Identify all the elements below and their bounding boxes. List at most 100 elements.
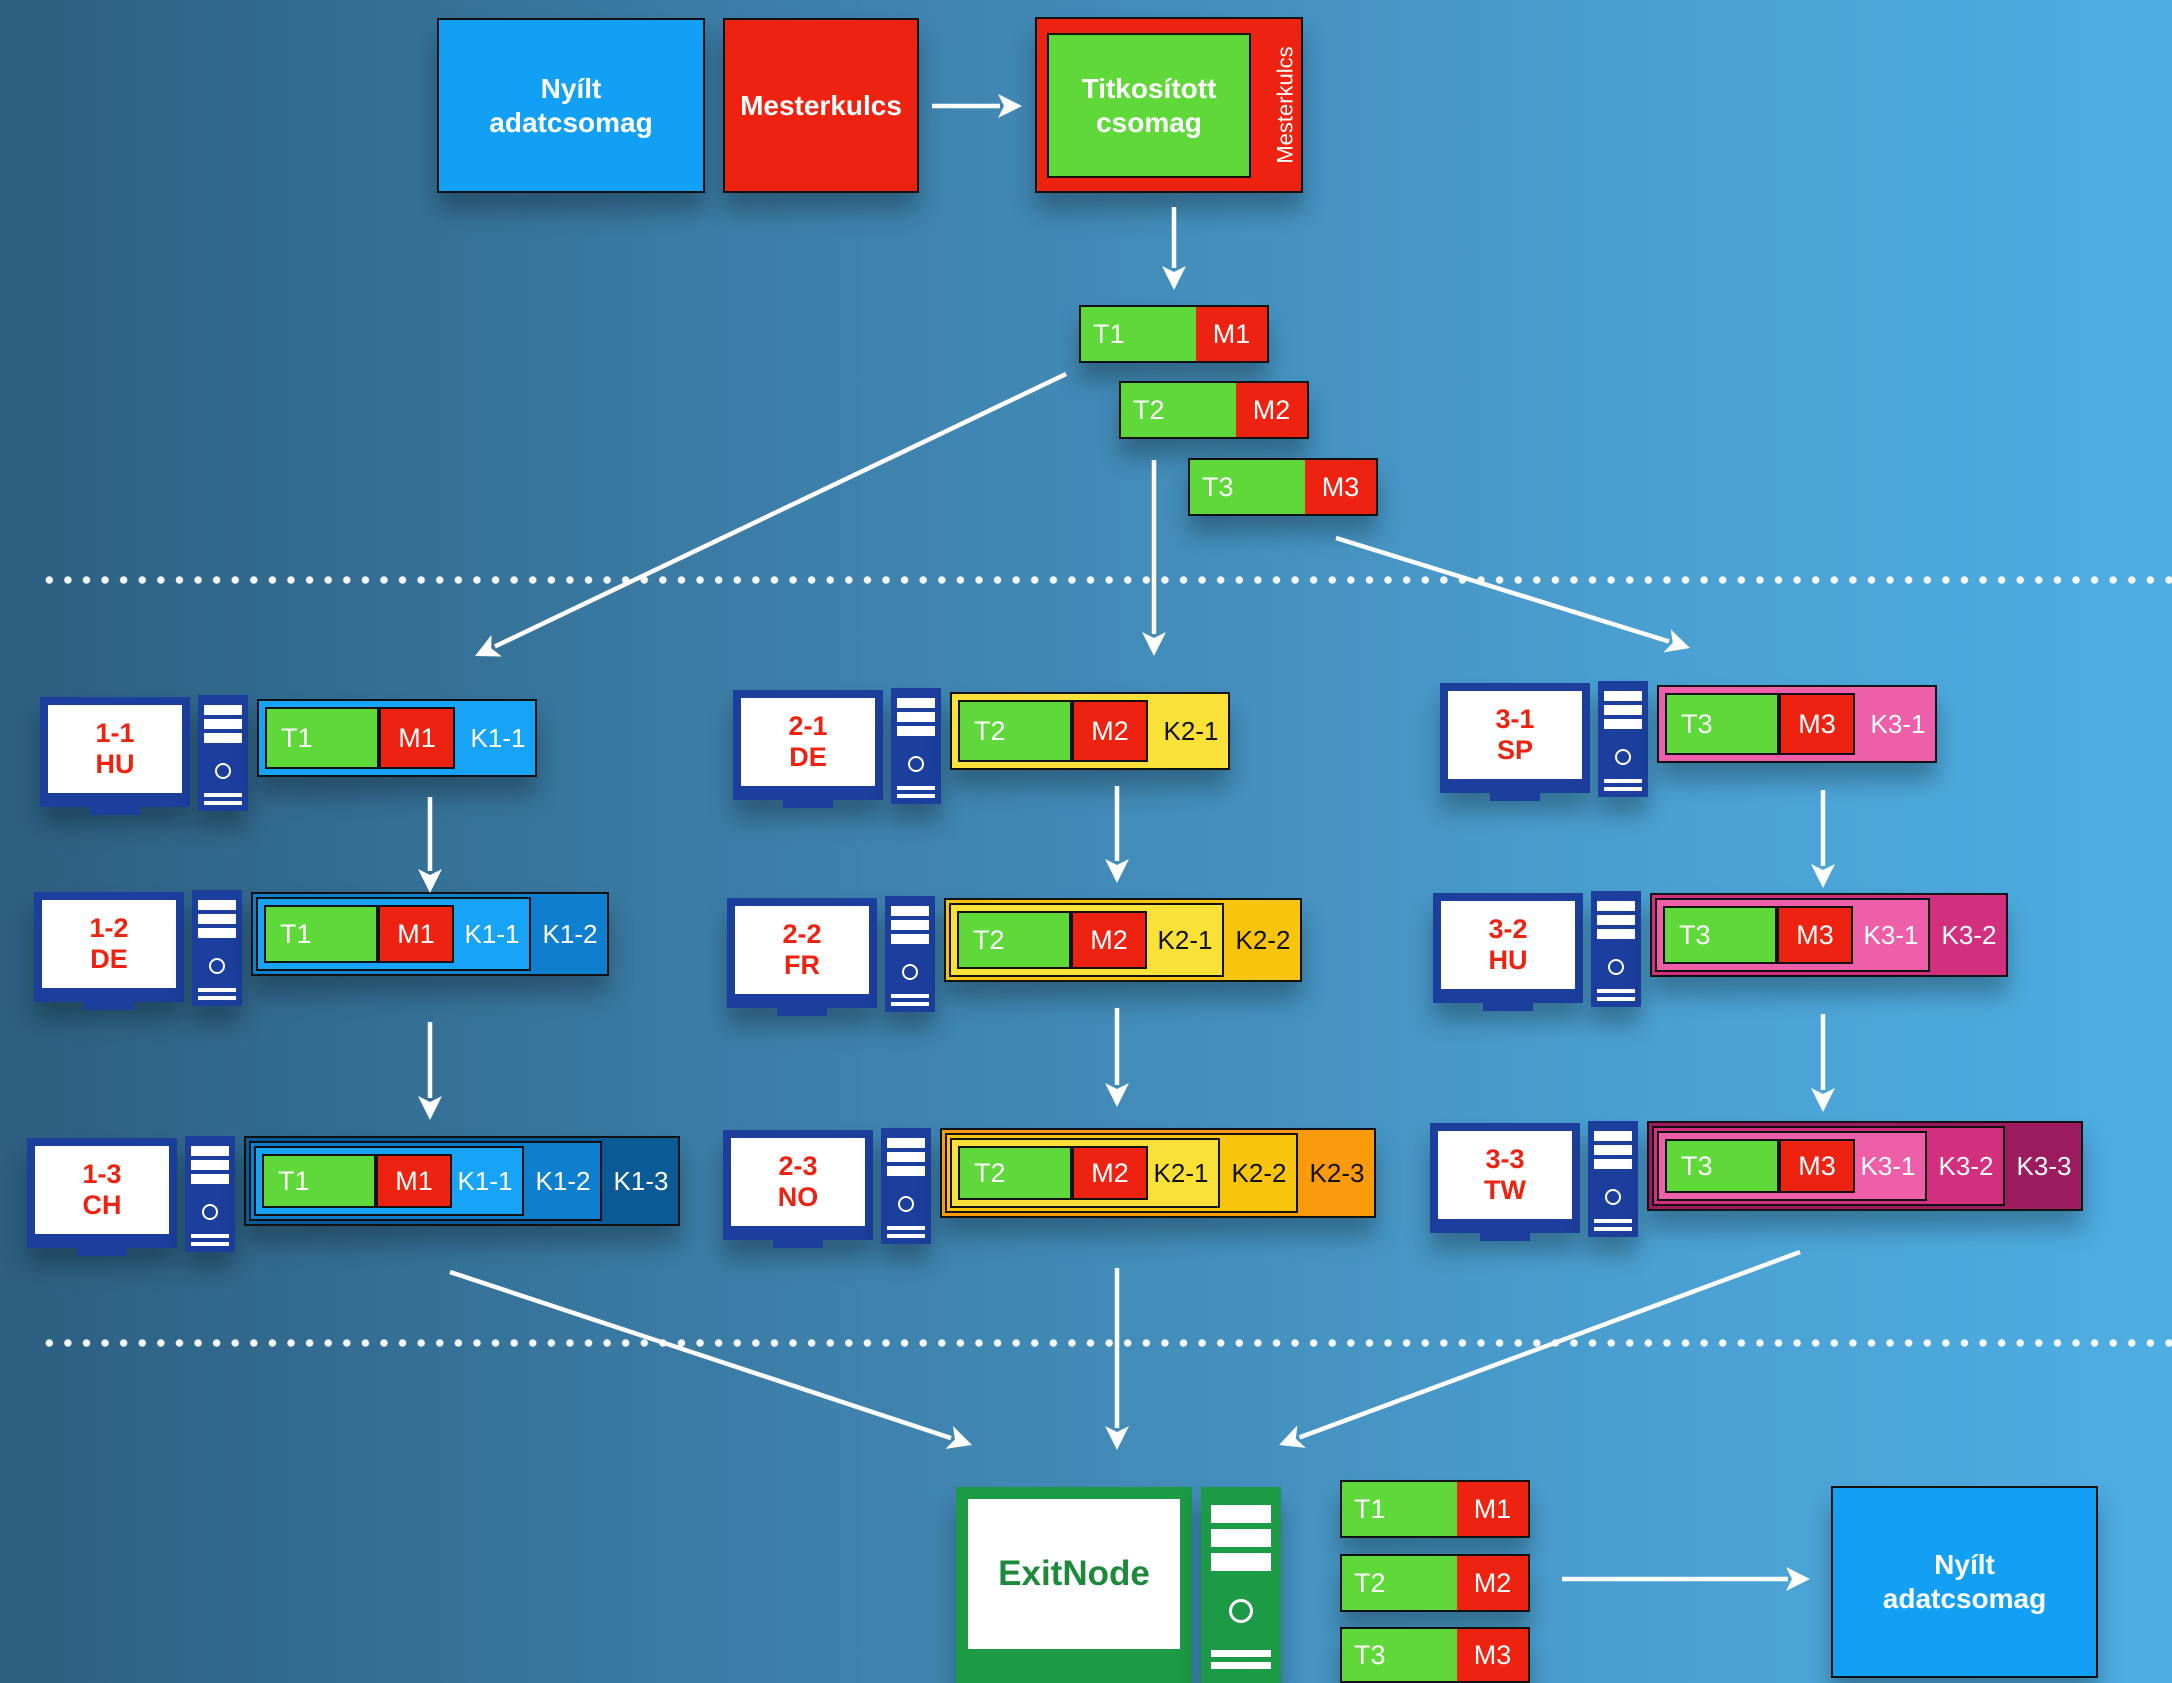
node-1-3-key-3: K1-3 (613, 1165, 669, 1196)
exit-vent-2 (1211, 1662, 1271, 1669)
exit-drive-bay-2 (1211, 1529, 1271, 1547)
node-2-1-monitor: 2-1 DE (733, 690, 883, 808)
node-2-1-drive-bay (897, 712, 935, 722)
node-2-3-power-icon (898, 1196, 914, 1212)
arrow-chain3-to-exit (1279, 1249, 1801, 1448)
master-key-box: Mesterkulcs (723, 18, 919, 193)
node-2-2-drive-bay (891, 920, 929, 930)
node-2-3-monitor: 2-3 NO (723, 1130, 873, 1248)
node-2-2-vent (891, 994, 929, 998)
node-1-1-drive-bay (204, 705, 242, 715)
node-3-2-vent (1597, 989, 1635, 993)
arrow-chain2-to-exit (1105, 1268, 1129, 1450)
node-3-2-drive-bay (1597, 929, 1635, 939)
node-1-2-tower (192, 890, 242, 1006)
node-2-3-key-2: K2-2 (1231, 1157, 1287, 1188)
arrow-chain1-to-exit (449, 1269, 972, 1449)
node-3-2-master-key: M3 (1777, 906, 1853, 964)
exit-monitor: ExitNode (956, 1487, 1192, 1683)
exit-fragment-1-data: T1 (1342, 1482, 1457, 1536)
node-2-3-drive-bay (887, 1166, 925, 1176)
node-2-2-drive-bay (891, 906, 929, 916)
node-2-1-key-1: K2-1 (1163, 715, 1219, 746)
fragment-3: T3 M3 (1188, 458, 1378, 516)
node-3-3-master-key: M3 (1779, 1139, 1855, 1193)
separator-bottom (40, 1339, 2172, 1347)
arrow-encrypted-to-fragments (1162, 207, 1186, 290)
arrow-c2-n1-n2 (1105, 786, 1129, 883)
encrypted-packet-inner: Titkosított csomag (1047, 33, 1251, 178)
exit-monitor-screen: ExitNode (968, 1499, 1180, 1649)
arrow-exit-to-output (1562, 1567, 1810, 1591)
node-1-3-master-key: M1 (376, 1154, 452, 1208)
node-3-3-stand (1480, 1233, 1530, 1241)
exit-fragment-3-key: M3 (1457, 1629, 1528, 1681)
node-3-1-power-icon (1615, 749, 1631, 765)
output-plain-packet-label: Nyílt adatcsomag (1882, 1549, 2047, 1614)
node-1-3-vent (191, 1242, 229, 1246)
node-3-3-power-icon (1605, 1189, 1621, 1205)
node-1-2-label: 1-2 DE (42, 900, 176, 988)
node-1-3-stand (77, 1248, 127, 1256)
node-1-2-key-1: K1-1 (464, 918, 520, 949)
node-3-3-tower (1588, 1121, 1638, 1237)
node-2-1-vent (897, 786, 935, 790)
exit-drive-bay-3 (1211, 1553, 1271, 1571)
node-3-2-drive-bay (1597, 915, 1635, 925)
exit-fragment-1: T1 M1 (1340, 1480, 1530, 1538)
node-2-2-monitor: 2-2 FR (727, 898, 877, 1016)
node-1-3-key-1: K1-1 (457, 1165, 513, 1196)
node-2-3-drive-bay (887, 1152, 925, 1162)
node-3-2-vent (1597, 997, 1635, 1001)
node-2-3-key-1: K2-1 (1153, 1157, 1209, 1188)
node-1-2-vent (198, 988, 236, 992)
node-2-3-stand (773, 1240, 823, 1248)
node-3-1-data: T3 (1665, 693, 1779, 755)
node-1-2-drive-bay (198, 900, 236, 910)
node-1-1-key-1: K1-1 (470, 722, 526, 753)
node-1-3-drive-bay (191, 1160, 229, 1170)
exit-fragment-2-key: M2 (1457, 1556, 1528, 1610)
arrow-c2-n2-n3 (1105, 1008, 1129, 1107)
node-1-2-data: T1 (264, 905, 378, 963)
node-3-2-stand (1483, 1003, 1533, 1011)
exit-fragment-2-data: T2 (1342, 1556, 1457, 1610)
node-3-1-key-1: K3-1 (1870, 708, 1926, 739)
node-3-1-vent (1604, 787, 1642, 791)
node-3-1-vent (1604, 779, 1642, 783)
node-3-2-label: 3-2 HU (1441, 901, 1575, 989)
node-2-3-tower (881, 1128, 931, 1244)
node-2-1-data: T2 (958, 700, 1072, 762)
exit-fragment-2: T2 M2 (1340, 1554, 1530, 1612)
node-2-1-vent (897, 794, 935, 798)
arrow-fragment2-to-chain2 (1142, 460, 1166, 656)
encrypted-packet-label: Titkosított csomag (1081, 72, 1217, 138)
node-1-1-drive-bay (204, 733, 242, 743)
node-1-1-vent (204, 793, 242, 797)
exit-fragment-3-data: T3 (1342, 1629, 1457, 1681)
node-2-1-drive-bay (897, 698, 935, 708)
arrow-fragment1-to-chain1 (475, 371, 1067, 657)
node-1-1-stand (90, 807, 140, 815)
node-3-3-drive-bay (1594, 1131, 1632, 1141)
fragment-2: T2 M2 (1119, 381, 1309, 439)
node-3-1-drive-bay (1604, 705, 1642, 715)
node-3-1-master-key: M3 (1779, 693, 1855, 755)
node-1-3-label: 1-3 CH (35, 1146, 169, 1234)
arrow-c1-n1-n2 (418, 797, 442, 893)
node-3-1-drive-bay (1604, 719, 1642, 729)
node-1-1-drive-bay (204, 719, 242, 729)
node-2-2-key-2: K2-2 (1235, 924, 1291, 955)
fragment-1-data: T1 (1081, 307, 1196, 361)
node-1-1-vent (204, 801, 242, 805)
node-1-2-key-2: K1-2 (542, 918, 598, 949)
node-3-3-key-1: K3-1 (1860, 1150, 1916, 1181)
plain-packet-box: Nyílt adatcsomag (437, 18, 705, 193)
plain-packet-label: Nyílt adatcsomag (489, 72, 653, 138)
